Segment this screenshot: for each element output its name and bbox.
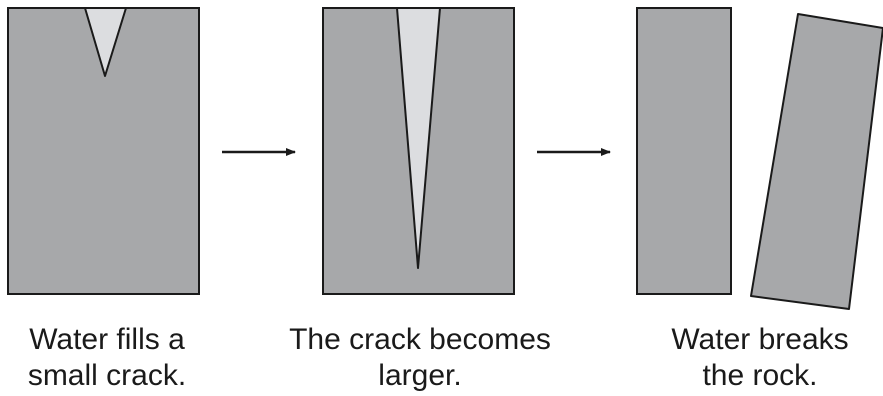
step3-caption: Water breaks the rock. xyxy=(640,322,880,394)
step3-rock-right-piece xyxy=(751,14,883,309)
step3-rock-left-piece xyxy=(637,8,731,294)
step3-rock-group xyxy=(637,8,883,309)
step2-caption: The crack becomes larger. xyxy=(258,322,582,394)
step3-caption-line2: the rock. xyxy=(640,358,880,394)
step2-caption-line2: larger. xyxy=(258,358,582,394)
step2-rock-group xyxy=(323,8,514,294)
step1-caption-line1: Water fills a xyxy=(0,322,214,358)
step1-caption: Water fills a small crack. xyxy=(0,322,214,394)
step3-caption-line1: Water breaks xyxy=(640,322,880,358)
step2-caption-line1: The crack becomes xyxy=(258,322,582,358)
step1-rock-group xyxy=(8,8,199,294)
step1-caption-line2: small crack. xyxy=(0,358,214,394)
